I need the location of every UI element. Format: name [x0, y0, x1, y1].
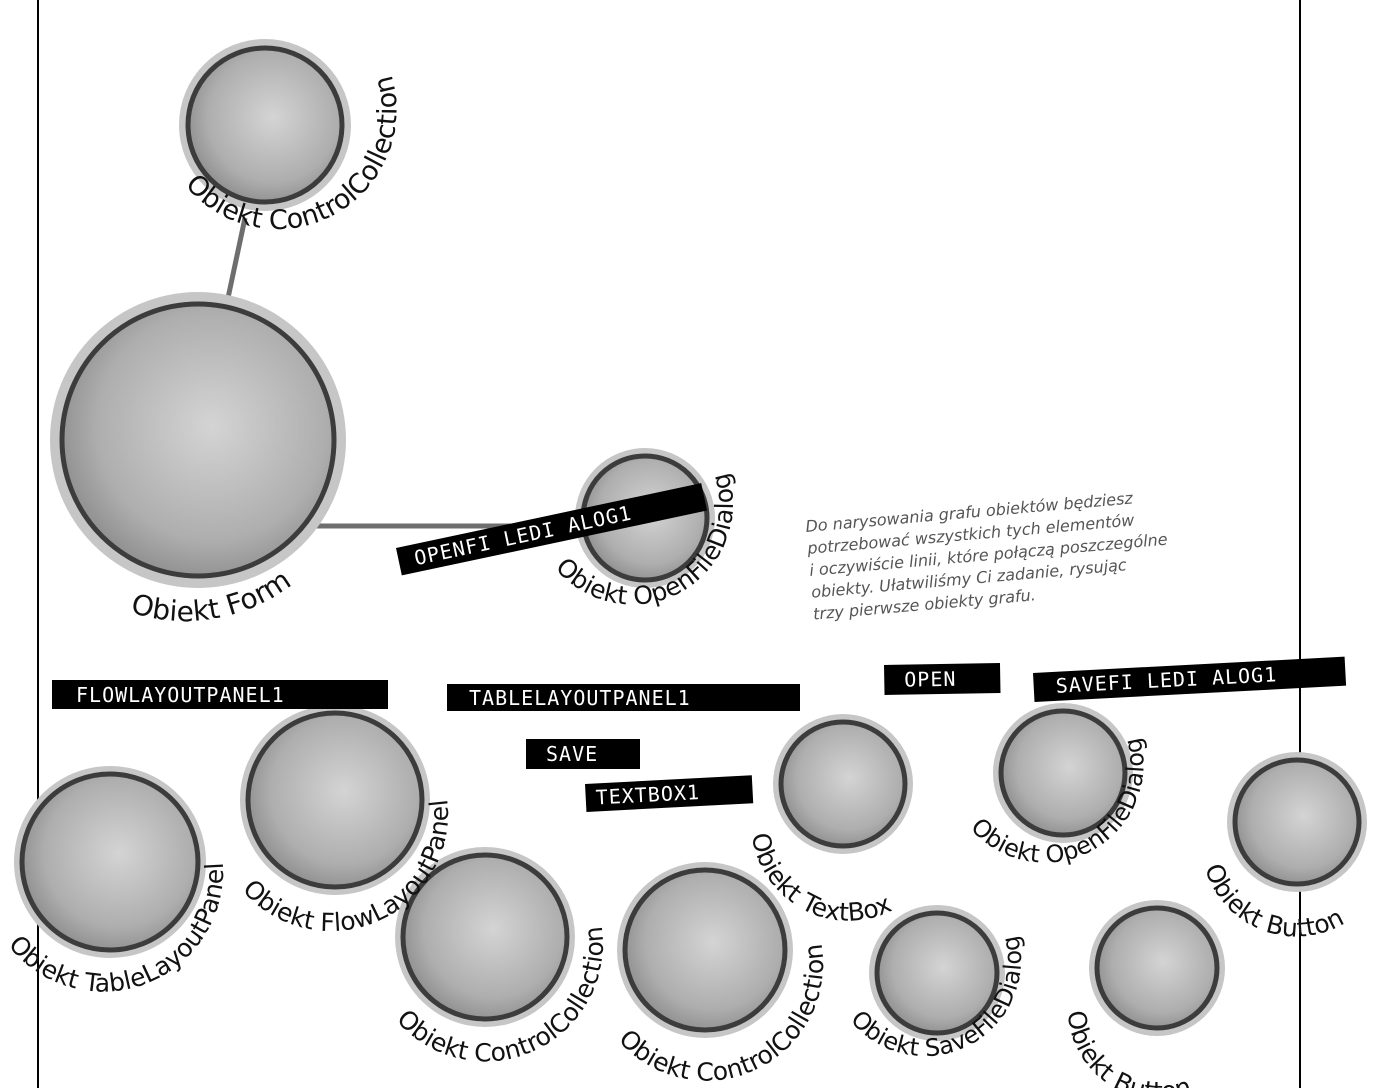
tag-tablelayoutpanel1: TABLELAYOUTPANEL1 [447, 684, 800, 711]
tag-text: OPEN [904, 667, 957, 692]
tag-flowlayoutpanel1: FLOWLAYOUTPANEL1 [52, 680, 388, 709]
sphere-savefiledialog [869, 905, 1005, 1041]
sphere-controlcollection-top [179, 39, 351, 211]
sphere-form [50, 292, 346, 588]
sphere-controlcollection-1 [395, 847, 575, 1027]
tag-save: SAVE [526, 739, 640, 769]
tag-text: FLOWLAYOUTPANEL1 [76, 683, 285, 707]
sphere-openfiledialog-2 [993, 703, 1133, 843]
tag-open: OPEN [884, 662, 1001, 695]
sphere-controlcollection-2 [617, 862, 793, 1038]
sphere-textbox [773, 714, 913, 854]
sphere-button-2 [1089, 900, 1225, 1036]
tag-text: SAVE [546, 742, 598, 766]
sphere-button-1 [1227, 752, 1367, 892]
edge-form-to-controlcollection [225, 217, 248, 299]
sphere-flowlayoutpanel [240, 705, 430, 895]
instruction-note: Do narysowania grafu obiektów będziesz p… [805, 488, 1169, 623]
tag-text: TABLELAYOUTPANEL1 [469, 686, 691, 710]
tag-textbox1: TEXTBOX1 [585, 775, 754, 812]
tag-text: TEXTBOX1 [595, 780, 700, 809]
sphere-tablelayoutpanel [14, 766, 206, 958]
